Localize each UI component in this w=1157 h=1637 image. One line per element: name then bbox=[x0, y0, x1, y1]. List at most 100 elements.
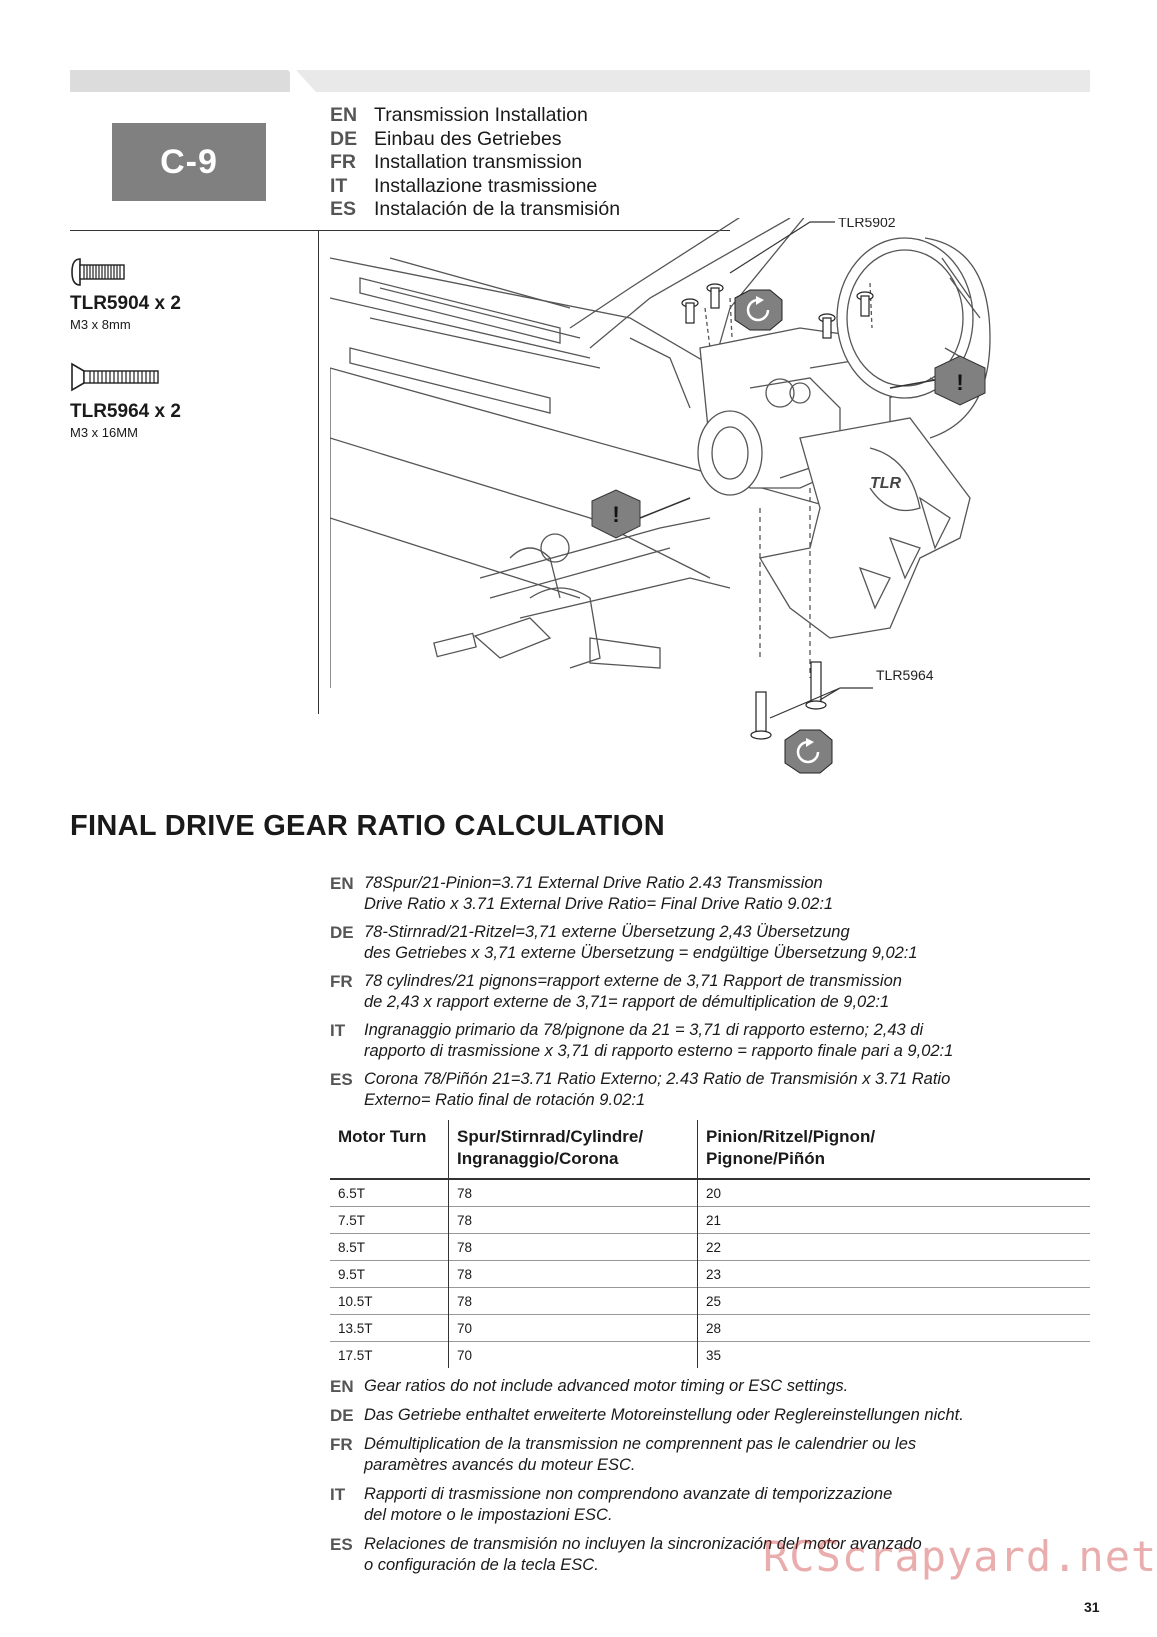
cell-pinion: 25 bbox=[697, 1287, 1090, 1315]
cell-spur: 78 bbox=[448, 1233, 698, 1261]
ratio-paragraph: IT Ingranaggio primario da 78/pignone da… bbox=[330, 1020, 1064, 1062]
column-header: Pinion/Ritzel/Pignon/Pignone/Piñón bbox=[697, 1120, 1090, 1180]
header-line: Pinion/Ritzel/Pignon/ bbox=[706, 1127, 876, 1146]
text-line: 78-Stirnrad/21-Ritzel=3,71 externe Übers… bbox=[364, 923, 850, 941]
paragraph-text: Démultiplication de la transmission ne c… bbox=[364, 1434, 1064, 1476]
header-line: Spur/Stirnrad/Cylindre/ bbox=[457, 1127, 644, 1146]
text-line: o configuración de la tecla ESC. bbox=[364, 1556, 599, 1574]
lang-code: DE bbox=[330, 127, 358, 150]
paragraph-text: 78-Stirnrad/21-Ritzel=3,71 externe Übers… bbox=[364, 922, 1064, 964]
title-text: Installation transmission bbox=[374, 151, 583, 174]
part-tlr5904: TLR5904 x 2 M3 x 8mm bbox=[70, 293, 181, 332]
text-line: 78Spur/21-Pinion=3.71 External Drive Rat… bbox=[364, 874, 823, 892]
lang-code: FR bbox=[330, 151, 356, 174]
note-paragraph: DE Das Getriebe enthaltet erweiterte Mot… bbox=[330, 1405, 1064, 1426]
cell-motor-turn: 17.5T bbox=[330, 1341, 449, 1368]
column-header: Motor Turn bbox=[330, 1120, 449, 1180]
note-paragraph: ES Relaciones de transmisión no incluyen… bbox=[330, 1534, 1064, 1576]
lang-code: ES bbox=[330, 1535, 353, 1554]
cell-motor-turn: 7.5T bbox=[330, 1206, 449, 1234]
paragraph-text: Gear ratios do not include advanced moto… bbox=[364, 1376, 1064, 1397]
text-line: Relaciones de transmisión no incluyen la… bbox=[364, 1535, 922, 1553]
watermark: RCScrapyard.net bbox=[763, 1532, 1157, 1581]
cell-pinion: 22 bbox=[697, 1233, 1090, 1261]
title-row: ES Instalación de la transmisión bbox=[330, 198, 620, 222]
lang-code: FR bbox=[330, 1435, 353, 1454]
lang-code: ES bbox=[330, 198, 357, 221]
text-line: de 2,43 x rapport externe de 3,71= rappo… bbox=[364, 993, 890, 1011]
lang-code: DE bbox=[330, 1406, 354, 1425]
step-label: C-9 bbox=[112, 123, 266, 201]
text-line: Rapporti di trasmissione non comprendono… bbox=[364, 1485, 893, 1503]
cell-spur: 78 bbox=[448, 1260, 698, 1288]
cell-motor-turn: 6.5T bbox=[330, 1178, 449, 1207]
tighten-arrow-icon bbox=[734, 289, 783, 331]
cell-pinion: 23 bbox=[697, 1260, 1090, 1288]
lang-code: EN bbox=[330, 874, 354, 893]
cell-pinion: 20 bbox=[697, 1178, 1090, 1207]
cell-pinion: 21 bbox=[697, 1206, 1090, 1234]
paragraph-text: Relaciones de transmisión no incluyen la… bbox=[364, 1534, 1064, 1576]
svg-text:!: ! bbox=[612, 502, 619, 527]
paragraph-text: Das Getriebe enthaltet erweiterte Motore… bbox=[364, 1405, 1064, 1426]
lang-code: ES bbox=[330, 1070, 353, 1089]
flat-head-screw-icon bbox=[71, 362, 159, 392]
ratio-paragraph: FR 78 cylindres/21 pignons=rapport exter… bbox=[330, 971, 1064, 1013]
text-line: Corona 78/Piñón 21=3.71 Ratio Externo; 2… bbox=[364, 1070, 951, 1088]
title-text: Einbau des Getriebes bbox=[374, 127, 562, 150]
text-line: Démultiplication de la transmission ne c… bbox=[364, 1435, 917, 1453]
transmission-assembly-diagram: ! ! TLR TLR5902 TLR5964 bbox=[330, 218, 991, 774]
part-code: TLR5904 x 2 bbox=[70, 293, 181, 314]
part-size: M3 x 16MM bbox=[70, 425, 138, 440]
text-line: des Getriebes x 3,71 externe Übersetzung… bbox=[364, 944, 918, 962]
gear-ratio-table: Motor Turn Spur/Stirnrad/Cylindre/Ingran… bbox=[330, 1120, 1090, 1368]
paragraph-text: Ingranaggio primario da 78/pignone da 21… bbox=[364, 1020, 1064, 1062]
text-line: Ingranaggio primario da 78/pignone da 21… bbox=[364, 1021, 924, 1039]
warning-icon: ! bbox=[591, 489, 691, 539]
part-tlr5964: TLR5964 x 2 M3 x 16MM bbox=[70, 401, 181, 440]
ratio-paragraph: ES Corona 78/Piñón 21=3.71 Ratio Externo… bbox=[330, 1069, 1064, 1111]
note-paragraph: IT Rapporti di trasmissione non comprend… bbox=[330, 1484, 1064, 1526]
svg-text:!: ! bbox=[956, 370, 963, 395]
callout-label-top: TLR5902 bbox=[838, 218, 896, 230]
cell-spur: 70 bbox=[448, 1341, 698, 1368]
tlr-logo: TLR bbox=[870, 475, 902, 492]
paragraph-text: Rapporti di trasmissione non comprendono… bbox=[364, 1484, 1064, 1526]
cell-motor-turn: 8.5T bbox=[330, 1233, 449, 1261]
header-line: Pignone/Piñón bbox=[706, 1149, 825, 1168]
title-text: Instalación de la transmisión bbox=[374, 198, 621, 221]
lang-code: IT bbox=[330, 174, 348, 197]
section-title: FINAL DRIVE GEAR RATIO CALCULATION bbox=[70, 810, 666, 842]
warning-icon: ! bbox=[889, 355, 986, 406]
note-paragraph: FR Démultiplication de la transmission n… bbox=[330, 1434, 1064, 1476]
cell-pinion: 35 bbox=[697, 1341, 1090, 1368]
text-line: Das Getriebe enthaltet erweiterte Motore… bbox=[364, 1406, 964, 1424]
text-line: rapporto di trasmissione x 3,71 di rappo… bbox=[364, 1042, 954, 1060]
divider-horizontal bbox=[70, 230, 730, 231]
part-size: M3 x 8mm bbox=[70, 317, 131, 332]
header-line: Motor Turn bbox=[338, 1127, 427, 1146]
paragraph-text: Corona 78/Piñón 21=3.71 Ratio Externo; 2… bbox=[364, 1069, 1064, 1111]
paragraph-text: 78Spur/21-Pinion=3.71 External Drive Rat… bbox=[364, 873, 1064, 915]
lang-code: IT bbox=[330, 1021, 346, 1040]
cell-spur: 70 bbox=[448, 1314, 698, 1342]
header-bar bbox=[70, 70, 1090, 92]
note-paragraph: EN Gear ratios do not include advanced m… bbox=[330, 1376, 1064, 1397]
cell-spur: 78 bbox=[448, 1287, 698, 1315]
part-code: TLR5964 x 2 bbox=[70, 401, 181, 422]
table-header-row: Motor Turn Spur/Stirnrad/Cylindre/Ingran… bbox=[330, 1120, 1090, 1180]
lang-code: EN bbox=[330, 104, 358, 127]
cell-spur: 78 bbox=[448, 1178, 698, 1207]
cell-motor-turn: 13.5T bbox=[330, 1314, 449, 1342]
ratio-paragraph: EN 78Spur/21-Pinion=3.71 External Drive … bbox=[330, 873, 1064, 915]
text-line: Gear ratios do not include advanced moto… bbox=[364, 1377, 849, 1395]
text-line: paramètres avancés du moteur ESC. bbox=[364, 1456, 636, 1474]
